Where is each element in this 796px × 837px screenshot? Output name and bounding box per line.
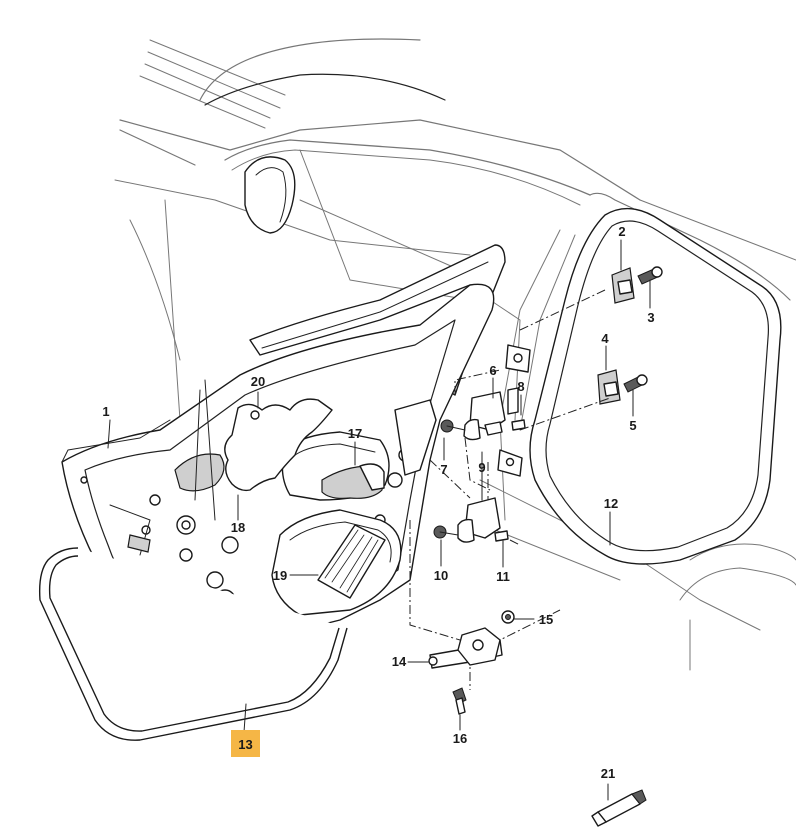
part-2-upper-hinge-bracket bbox=[611, 267, 635, 304]
part-6-upper-hinge bbox=[463, 391, 506, 441]
part-8-cap bbox=[507, 387, 526, 431]
part-15-nut bbox=[501, 610, 515, 624]
side-mirror-illustration bbox=[244, 156, 296, 234]
callout-11[interactable]: 11 bbox=[496, 569, 510, 584]
part-16-bolt bbox=[452, 687, 467, 715]
callout-2[interactable]: 2 bbox=[618, 224, 625, 239]
part-4-lower-hinge-bracket bbox=[597, 369, 621, 405]
callout-7[interactable]: 7 bbox=[440, 462, 447, 477]
callout-15[interactable]: 15 bbox=[539, 612, 553, 627]
callout-18[interactable]: 18 bbox=[231, 520, 245, 535]
part-21-grease-tube bbox=[591, 789, 647, 827]
callout-labels: 1 2 3 4 5 6 7 8 9 10 11 12 13 14 15 16 1… bbox=[102, 224, 654, 781]
leader-lines bbox=[107, 239, 651, 801]
part-17-inner-handle bbox=[321, 463, 385, 499]
callout-10[interactable]: 10 bbox=[434, 568, 448, 583]
callout-4[interactable]: 4 bbox=[601, 331, 609, 346]
part-13-door-seal bbox=[38, 547, 348, 741]
callout-3[interactable]: 3 bbox=[647, 310, 654, 325]
callout-17[interactable]: 17 bbox=[348, 426, 362, 441]
callout-19[interactable]: 19 bbox=[273, 568, 287, 583]
callout-16[interactable]: 16 bbox=[453, 731, 467, 746]
callout-12[interactable]: 12 bbox=[604, 496, 618, 511]
callout-6[interactable]: 6 bbox=[489, 363, 496, 378]
part-3-bolt bbox=[637, 266, 663, 285]
callout-20[interactable]: 20 bbox=[251, 374, 265, 389]
part-20-plug bbox=[250, 410, 260, 420]
part-5-bolt bbox=[623, 374, 648, 393]
part-9-lower-hinge bbox=[457, 497, 509, 543]
callout-21[interactable]: 21 bbox=[601, 766, 615, 781]
part-7-bolt bbox=[440, 419, 466, 433]
callout-14[interactable]: 14 bbox=[392, 654, 407, 669]
callout-1[interactable]: 1 bbox=[102, 404, 109, 419]
callout-13-highlight bbox=[231, 730, 260, 757]
body-hinge-plates bbox=[497, 344, 531, 477]
callout-8[interactable]: 8 bbox=[517, 379, 524, 394]
part-18-sheet bbox=[224, 398, 333, 492]
door-opening-seal-illustration bbox=[529, 207, 782, 565]
callout-9[interactable]: 9 bbox=[478, 460, 485, 475]
callout-5[interactable]: 5 bbox=[629, 418, 636, 433]
part-19-insert bbox=[317, 524, 386, 599]
part-14-door-check bbox=[428, 627, 503, 669]
callout-13[interactable]: 13 bbox=[238, 737, 252, 752]
part-10-bolt bbox=[433, 525, 459, 539]
